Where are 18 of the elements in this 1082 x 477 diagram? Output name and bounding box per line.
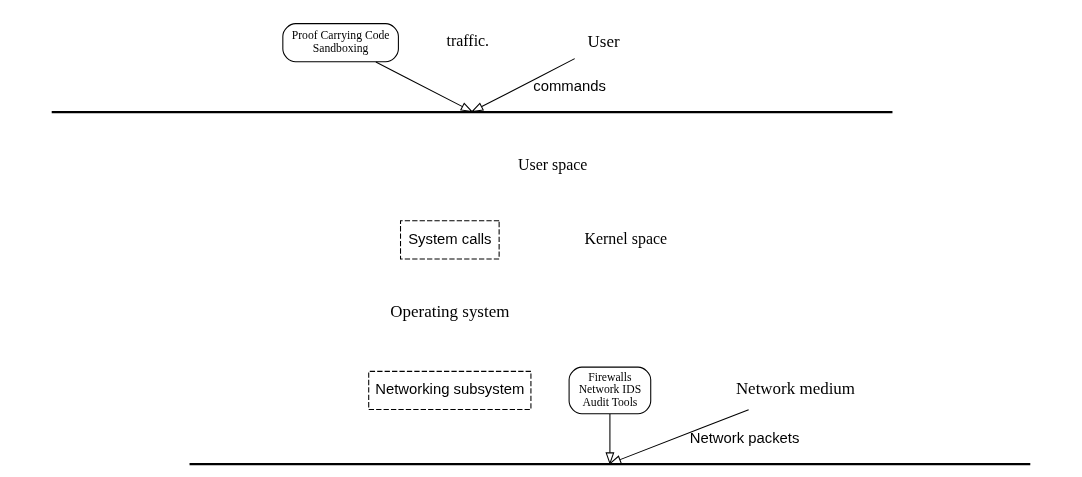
node-box: Proof Carrying Code Sandboxing (282, 23, 399, 63)
arrow (608, 409, 750, 465)
edge-label: Network packets (689, 429, 800, 446)
label: User space (518, 156, 588, 174)
node-box: Networking subsystem (368, 370, 532, 411)
node-text: User (587, 31, 620, 51)
edge-label: commands (533, 77, 606, 94)
arrow (375, 61, 474, 113)
node-text: Network medium (735, 379, 856, 399)
node-text: Operating system (390, 302, 510, 322)
node-box: System calls (400, 220, 500, 260)
arrow (470, 58, 576, 113)
label: Kernel space (584, 229, 668, 247)
node-box: Firewalls Network IDS Audit Tools (568, 366, 652, 415)
arrow (605, 413, 615, 466)
label: traffic. (446, 32, 490, 50)
node-line (51, 111, 893, 114)
node-line (189, 463, 1031, 466)
